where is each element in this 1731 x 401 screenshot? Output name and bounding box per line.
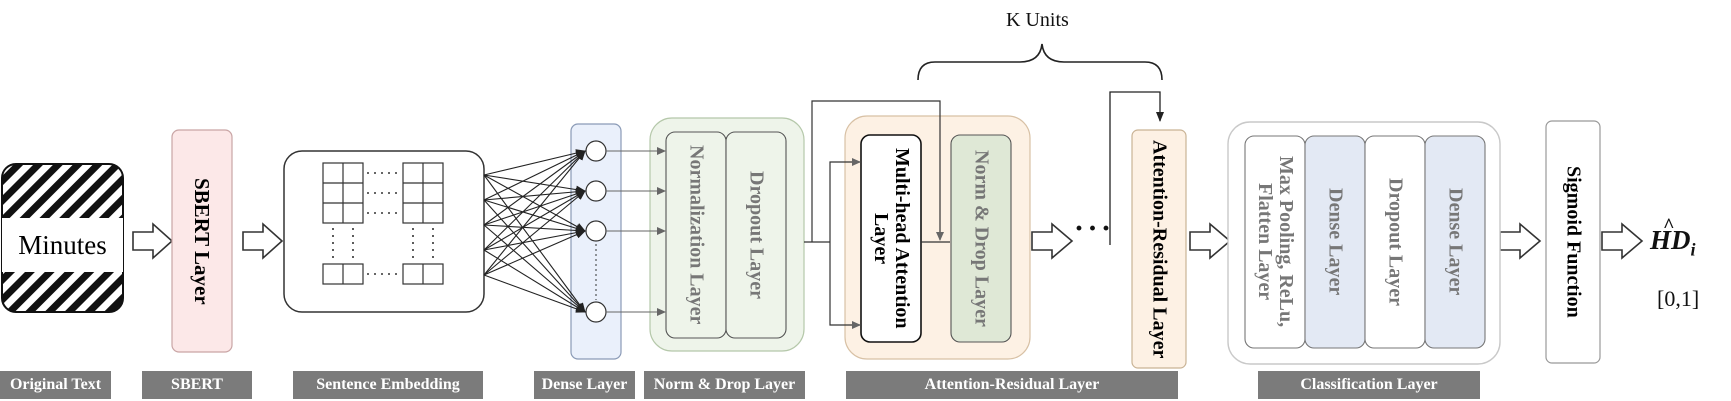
dense-to-norm-arrows — [606, 147, 666, 316]
stage-sentence-embedding: Sentence Embedding — [293, 371, 483, 399]
stage-norm-drop: Norm & Drop Layer — [644, 371, 805, 399]
flow-arrows — [132, 222, 1644, 260]
sigmoid-label: Sigmoid Function — [1562, 166, 1585, 318]
input-text-label: Minutes — [2, 218, 123, 272]
dense2-label: Dense Layer — [1444, 188, 1467, 296]
dense-layer-1: Dense Layer — [1305, 136, 1365, 348]
norm-drop-label: Norm & Drop Layer — [970, 150, 993, 327]
output-symbol-subscript: i — [1690, 239, 1696, 260]
attention-residual-layer: Attention-Residual Layer — [1132, 130, 1186, 368]
k-units-title: K Units — [1006, 9, 1069, 31]
dropout-label: Dropout Layer — [745, 171, 768, 299]
input-block — [1, 163, 124, 313]
sbert-box — [171, 129, 233, 353]
dropout2-label: Dropout Layer — [1384, 178, 1407, 306]
input-label: Minutes — [18, 229, 107, 260]
output-symbol: HDi ^ — [1650, 215, 1696, 260]
stage-sbert: SBERT — [142, 371, 252, 399]
stage-dense-layer: Dense Layer — [534, 371, 635, 399]
residual-connections — [804, 100, 950, 329]
output-symbol-main: HD — [1650, 225, 1691, 255]
dense1-label: Dense Layer — [1324, 188, 1347, 296]
attention-residual-label: Attention-Residual Layer — [1148, 139, 1171, 359]
sbert-layer: SBERT Layer — [172, 130, 232, 352]
k-units-brace — [917, 43, 1163, 81]
hat-mark: ^ — [1663, 215, 1675, 237]
classification-group — [1227, 121, 1501, 365]
ellipsis: · · · — [1074, 212, 1111, 245]
dense-layer-2: Dense Layer — [1425, 136, 1485, 348]
norm-drop-group — [649, 117, 805, 352]
multihead-attention-layer: Multi-head Attention Layer — [861, 135, 921, 342]
embedding-connections — [483, 149, 586, 313]
maxpool-label: Max Pooling, ReLu, Flatten Layer — [1254, 156, 1297, 328]
sbert-label: SBERT Layer — [190, 177, 215, 305]
skip-to-attention-arrow — [1109, 91, 1164, 245]
dropout-layer: Dropout Layer — [726, 132, 786, 338]
sigmoid-box — [1545, 120, 1601, 364]
norm-drop-layer: Norm & Drop Layer — [951, 135, 1011, 342]
sentence-embedding-box — [283, 150, 485, 313]
dropout-layer-2: Dropout Layer — [1365, 136, 1425, 348]
stage-original-text: Original Text — [0, 371, 111, 399]
sigmoid-function: Sigmoid Function — [1546, 121, 1600, 363]
output-range: [0,1] — [1657, 286, 1700, 311]
maxpool-layer: Max Pooling, ReLu, Flatten Layer — [1245, 136, 1305, 348]
stage-classification: Classification Layer — [1258, 371, 1480, 399]
multihead-label: Multi-head Attention Layer — [870, 148, 913, 329]
attention-residual-box — [1131, 129, 1187, 369]
normalization-layer: Normalization Layer — [666, 132, 726, 338]
stage-attention-residual: Attention-Residual Layer — [846, 371, 1178, 399]
normalization-label: Normalization Layer — [685, 145, 708, 325]
